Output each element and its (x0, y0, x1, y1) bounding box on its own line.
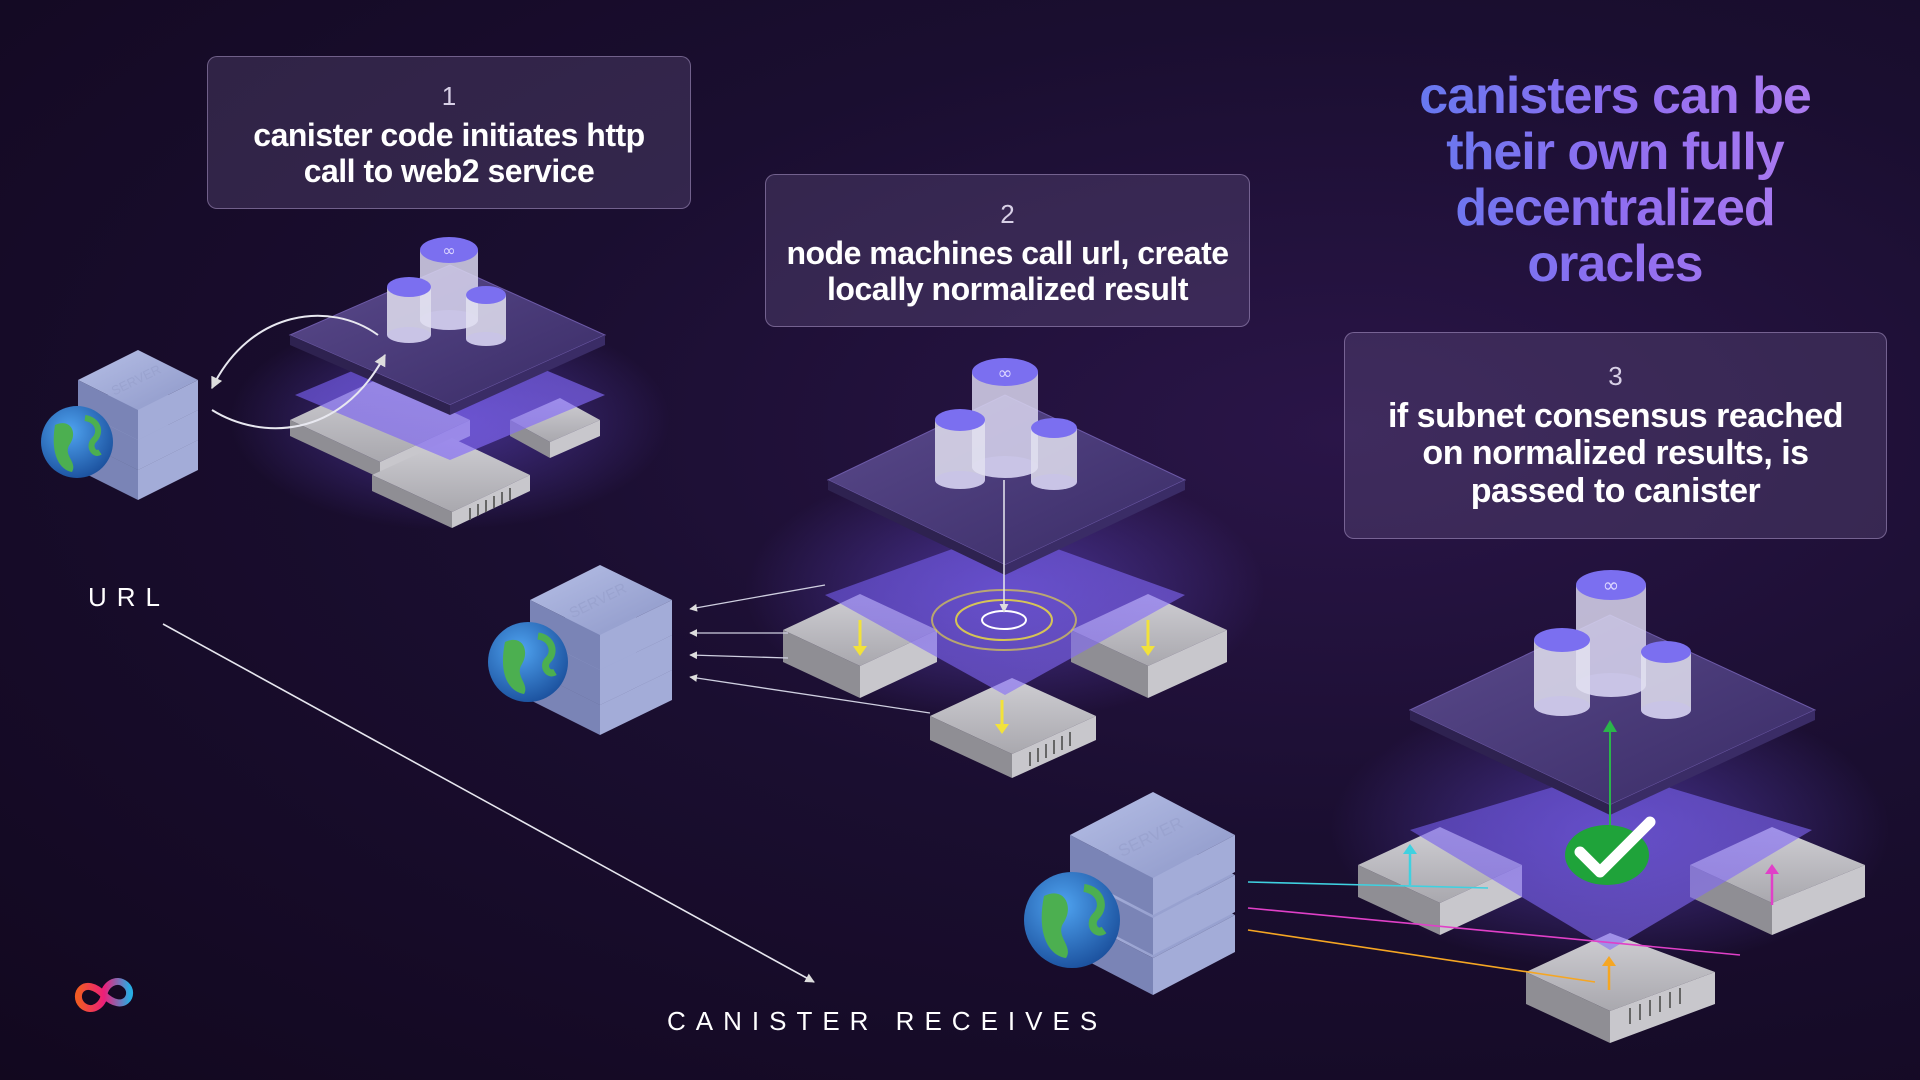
step-3-number: 3 (1608, 361, 1623, 391)
return-call-arrow (211, 353, 386, 430)
node-call-arrow (689, 651, 789, 660)
svg-text:∞: ∞ (442, 241, 455, 260)
step-1-line-2: call to web2 service (303, 152, 595, 189)
subnet-chip-icon (288, 264, 607, 415)
canister-icon (1641, 641, 1691, 719)
canister-icon (466, 286, 506, 346)
globe-icon (488, 622, 568, 702)
group-1-illustration: ∞ SERVER (41, 237, 670, 530)
step-3-line-1: if subnet consensus reached (1387, 397, 1844, 435)
subnet-chip-icon (826, 394, 1187, 575)
flow-arrow (162, 623, 815, 983)
svg-text:∞: ∞ (1603, 573, 1620, 597)
step-2-box: 2 node machines call url, create locally… (765, 174, 1250, 327)
step-1-number: 1 (441, 81, 457, 111)
step-2-text: node machines call url, create locally n… (766, 235, 1249, 308)
step-3-text: if subnet consensus reached on normalize… (1345, 397, 1886, 510)
magenta-result-path (1247, 907, 1741, 956)
globe-icon (1024, 872, 1120, 968)
canister-receives-label: CANISTER RECEIVES (667, 1006, 1108, 1036)
step-1-text: canister code initiates http call to web… (208, 117, 690, 190)
subnet-chip-icon (1408, 614, 1817, 815)
canister-icon (387, 277, 431, 343)
canister-icon (1534, 628, 1590, 716)
step-1-box: 1 canister code initiates http call to w… (207, 56, 691, 209)
node-call-arrow (689, 584, 826, 612)
canister-icon (935, 409, 985, 489)
node-machine-icon (372, 438, 530, 528)
step-2-number: 2 (1000, 199, 1015, 229)
canister-icon (1031, 418, 1077, 490)
step-2-line-1: node machines call url, create (786, 235, 1229, 271)
outgoing-call-arrow (211, 314, 379, 390)
node-machine-icon (1526, 933, 1715, 1043)
cyan-result-path (1247, 881, 1489, 889)
step-3-box: 3 if subnet consensus reached on normali… (1344, 332, 1887, 539)
node-call-arrow (689, 674, 931, 714)
step-3-line-3: passed to canister (1470, 471, 1761, 510)
server-stack-icon: SERVER (1070, 792, 1235, 995)
step-1-line-1: canister code initiates http (253, 117, 645, 153)
infinity-logo-icon (74, 978, 134, 1012)
orange-result-path (1247, 929, 1596, 983)
step-2-line-2: locally normalized result (827, 270, 1188, 307)
url-label: URL (88, 582, 171, 612)
group-2-illustration: ∞ SERVER (488, 358, 1265, 778)
node-machine-icon (930, 678, 1096, 778)
checkmark-icon (1565, 816, 1656, 885)
group-3-illustration: ∞ SERVER (1024, 570, 1890, 1043)
step-3-line-2: on normalized results, is (1422, 434, 1809, 473)
svg-text:∞: ∞ (998, 363, 1013, 384)
globe-icon (41, 406, 113, 478)
